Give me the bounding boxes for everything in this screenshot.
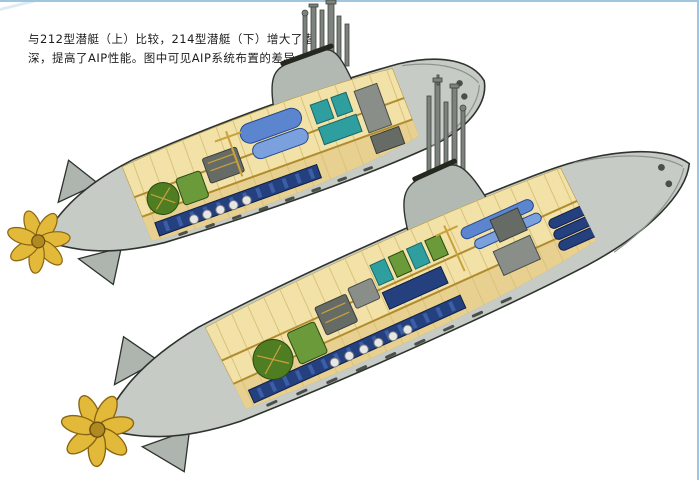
bow-214	[573, 155, 685, 253]
bow-212	[402, 63, 480, 148]
caption-line-2: 深，提高了AIP性能。图中可见AIP系统布置的差异。	[28, 51, 308, 65]
gas-bottles-212	[188, 195, 252, 225]
interior-212	[119, 62, 424, 247]
submarine-212-masts	[301, 0, 350, 67]
page-edge-right	[697, 0, 699, 480]
caption-line-1: 与212型潜艇（上）比较，214型潜艇（下）增大了潜	[28, 32, 315, 46]
aip-fuel-cells-214	[369, 233, 450, 310]
consoles-214	[489, 207, 542, 277]
gas-bottles-214	[329, 324, 413, 368]
caption: 与212型潜艇（上）比较，214型潜艇（下）增大了潜 深，提高了AIP性能。图中…	[28, 30, 315, 68]
page-edge-top	[0, 0, 699, 2]
submarine-212	[0, 43, 486, 286]
flood-ports-214	[266, 296, 512, 407]
sail-214	[403, 158, 489, 236]
submarine-214-masts	[426, 74, 467, 181]
aip-tanks-212	[239, 107, 309, 160]
sail-212	[271, 43, 355, 113]
battery-band-214	[247, 294, 467, 404]
equipment-212	[309, 82, 406, 155]
submarine-214	[47, 150, 691, 480]
tail-fins-214	[113, 335, 191, 473]
aft-machinery-214	[252, 278, 381, 380]
aft-machinery-212	[146, 146, 245, 216]
tail-fins-212	[57, 159, 123, 286]
flood-ports-212	[178, 166, 373, 237]
